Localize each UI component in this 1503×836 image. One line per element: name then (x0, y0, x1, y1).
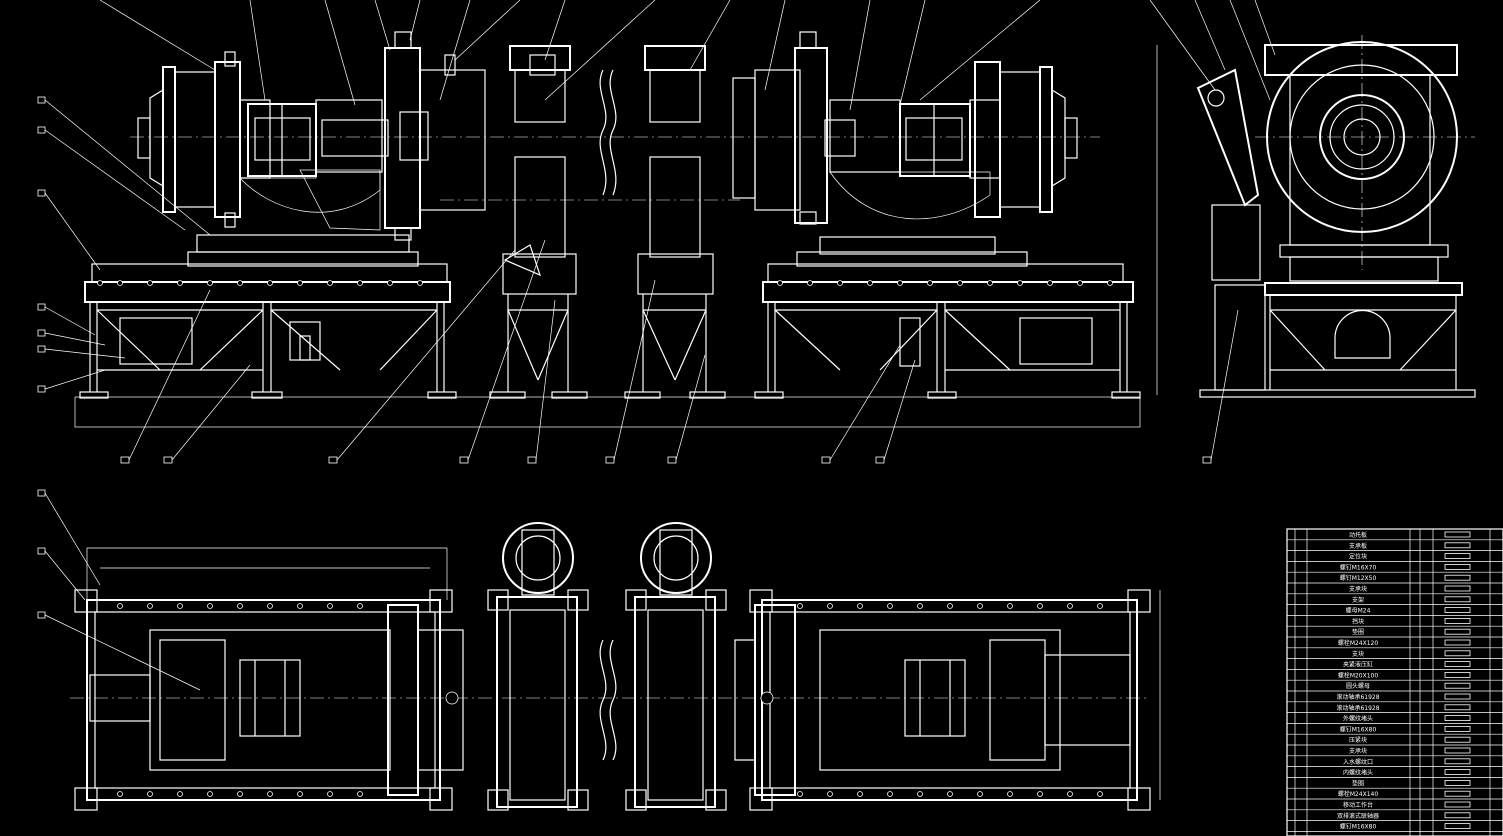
bom-item-name: 动托板 (1349, 531, 1367, 539)
bom-material-cell (1444, 747, 1471, 754)
plan-bolts (117, 603, 1103, 797)
bom-item-name: 垫圈 (1352, 628, 1364, 636)
bom-material-cell (1444, 823, 1471, 829)
bom-material-cell (1444, 726, 1471, 732)
bom-item-name: 外螺纹堵头 (1343, 715, 1373, 723)
bom-item-name: 压紧块 (1349, 736, 1367, 744)
bom-material-cell (1444, 618, 1471, 624)
bom-material-cell (1444, 564, 1471, 570)
bom-item-name: 滚动轴承61928 (1336, 704, 1379, 712)
bom-item-name: 支承块 (1349, 747, 1367, 755)
bom-material-cell (1444, 704, 1471, 711)
bom-material-cell (1444, 672, 1471, 678)
right-table-plan (734, 589, 1161, 811)
bom-rows: 动托板支承板定位块螺钉M16X70螺钉M12X50支承块支架螺母M24挡块垫圈螺… (1287, 531, 1503, 832)
bom-item-name: 支块 (1352, 650, 1364, 658)
bom-item-name: 支承块 (1349, 585, 1367, 593)
bom-item-name: 螺栓M24X120 (1338, 639, 1379, 647)
left-middle-pipe-support (489, 45, 588, 399)
bom-material-cell (1444, 531, 1471, 538)
bom-material-cell (1444, 639, 1471, 646)
bom-material-cell (1444, 736, 1471, 743)
bom-material-cell (1444, 607, 1471, 613)
bom-item-name: 滚动轴承61928 (1336, 693, 1379, 701)
side-elevation-view (1149, 0, 1476, 398)
plan-left-leaders (37, 489, 201, 691)
bom-item-name: 支架 (1352, 596, 1364, 604)
bom-item-name: 螺钉M12X50 (1340, 574, 1377, 582)
bom-item-name: 双排滚式联轴器 (1337, 812, 1379, 820)
bom-item-name: 入水螺纹口 (1343, 758, 1373, 766)
middle-supports-plan (487, 522, 727, 811)
bom-material-cell (1444, 682, 1471, 689)
bom-item-name: 挡块 (1352, 617, 1364, 625)
bom-material-cell (1444, 812, 1471, 819)
bom-material-cell (1444, 650, 1471, 657)
bom-material-cell (1444, 542, 1471, 549)
bom-item-name: 螺钉M16X80 (1340, 823, 1377, 831)
left-support-frame (79, 234, 457, 399)
bom-material-cell (1444, 758, 1471, 765)
bom-material-cell (1444, 769, 1471, 775)
bom-material-cell (1444, 715, 1471, 721)
top-leader-lines (99, 0, 1041, 111)
plan-view (37, 489, 1161, 811)
bom-material-cell (1444, 661, 1471, 667)
bom-material-cell (1444, 790, 1471, 797)
front-elevation-view (37, 0, 1239, 464)
bom-item-name: 螺母M24 (1346, 607, 1371, 615)
right-table-bolts (777, 280, 1113, 286)
bom-item-name: 支承板 (1349, 542, 1367, 550)
bom-item-name: 定位块 (1349, 553, 1367, 561)
bom-item-name: 夹紧液压缸 (1343, 661, 1373, 669)
right-drive-assembly (732, 31, 1078, 255)
bom-item-name: 圆头螺母 (1346, 682, 1370, 690)
bom-material-cell (1444, 596, 1471, 603)
left-side-leaders (37, 96, 211, 393)
right-support-frame (754, 45, 1158, 399)
left-table-bolts (97, 280, 423, 286)
bom-material-cell (1444, 693, 1471, 700)
right-middle-pipe-support (624, 45, 726, 399)
bottom-leaders (120, 239, 1239, 464)
bom-item-name: 螺钉M16X80 (1340, 725, 1377, 733)
bom-material-cell (1444, 780, 1471, 786)
bom-item-name: 内螺纹堵头 (1343, 769, 1373, 777)
bom-material-cell (1444, 574, 1471, 581)
bom-item-name: 垫圈 (1352, 779, 1364, 787)
bom-material-cell (1444, 801, 1471, 808)
bom-material-cell (1444, 628, 1471, 635)
bom-material-cell (1444, 553, 1471, 559)
bom-item-name: 螺栓M24X140 (1338, 790, 1379, 798)
bom-item-name: 移动工作台 (1343, 801, 1373, 809)
left-drive-assembly (137, 31, 486, 241)
bom-material-cell (1444, 585, 1471, 592)
bom-item-name: 螺栓M20X100 (1338, 671, 1379, 679)
left-table-plan (74, 547, 464, 811)
bom-item-name: 螺钉M16X70 (1340, 563, 1377, 571)
bill-of-materials: 动托板支承板定位块螺钉M16X70螺钉M12X50支承块支架螺母M24挡块垫圈螺… (1286, 528, 1503, 836)
